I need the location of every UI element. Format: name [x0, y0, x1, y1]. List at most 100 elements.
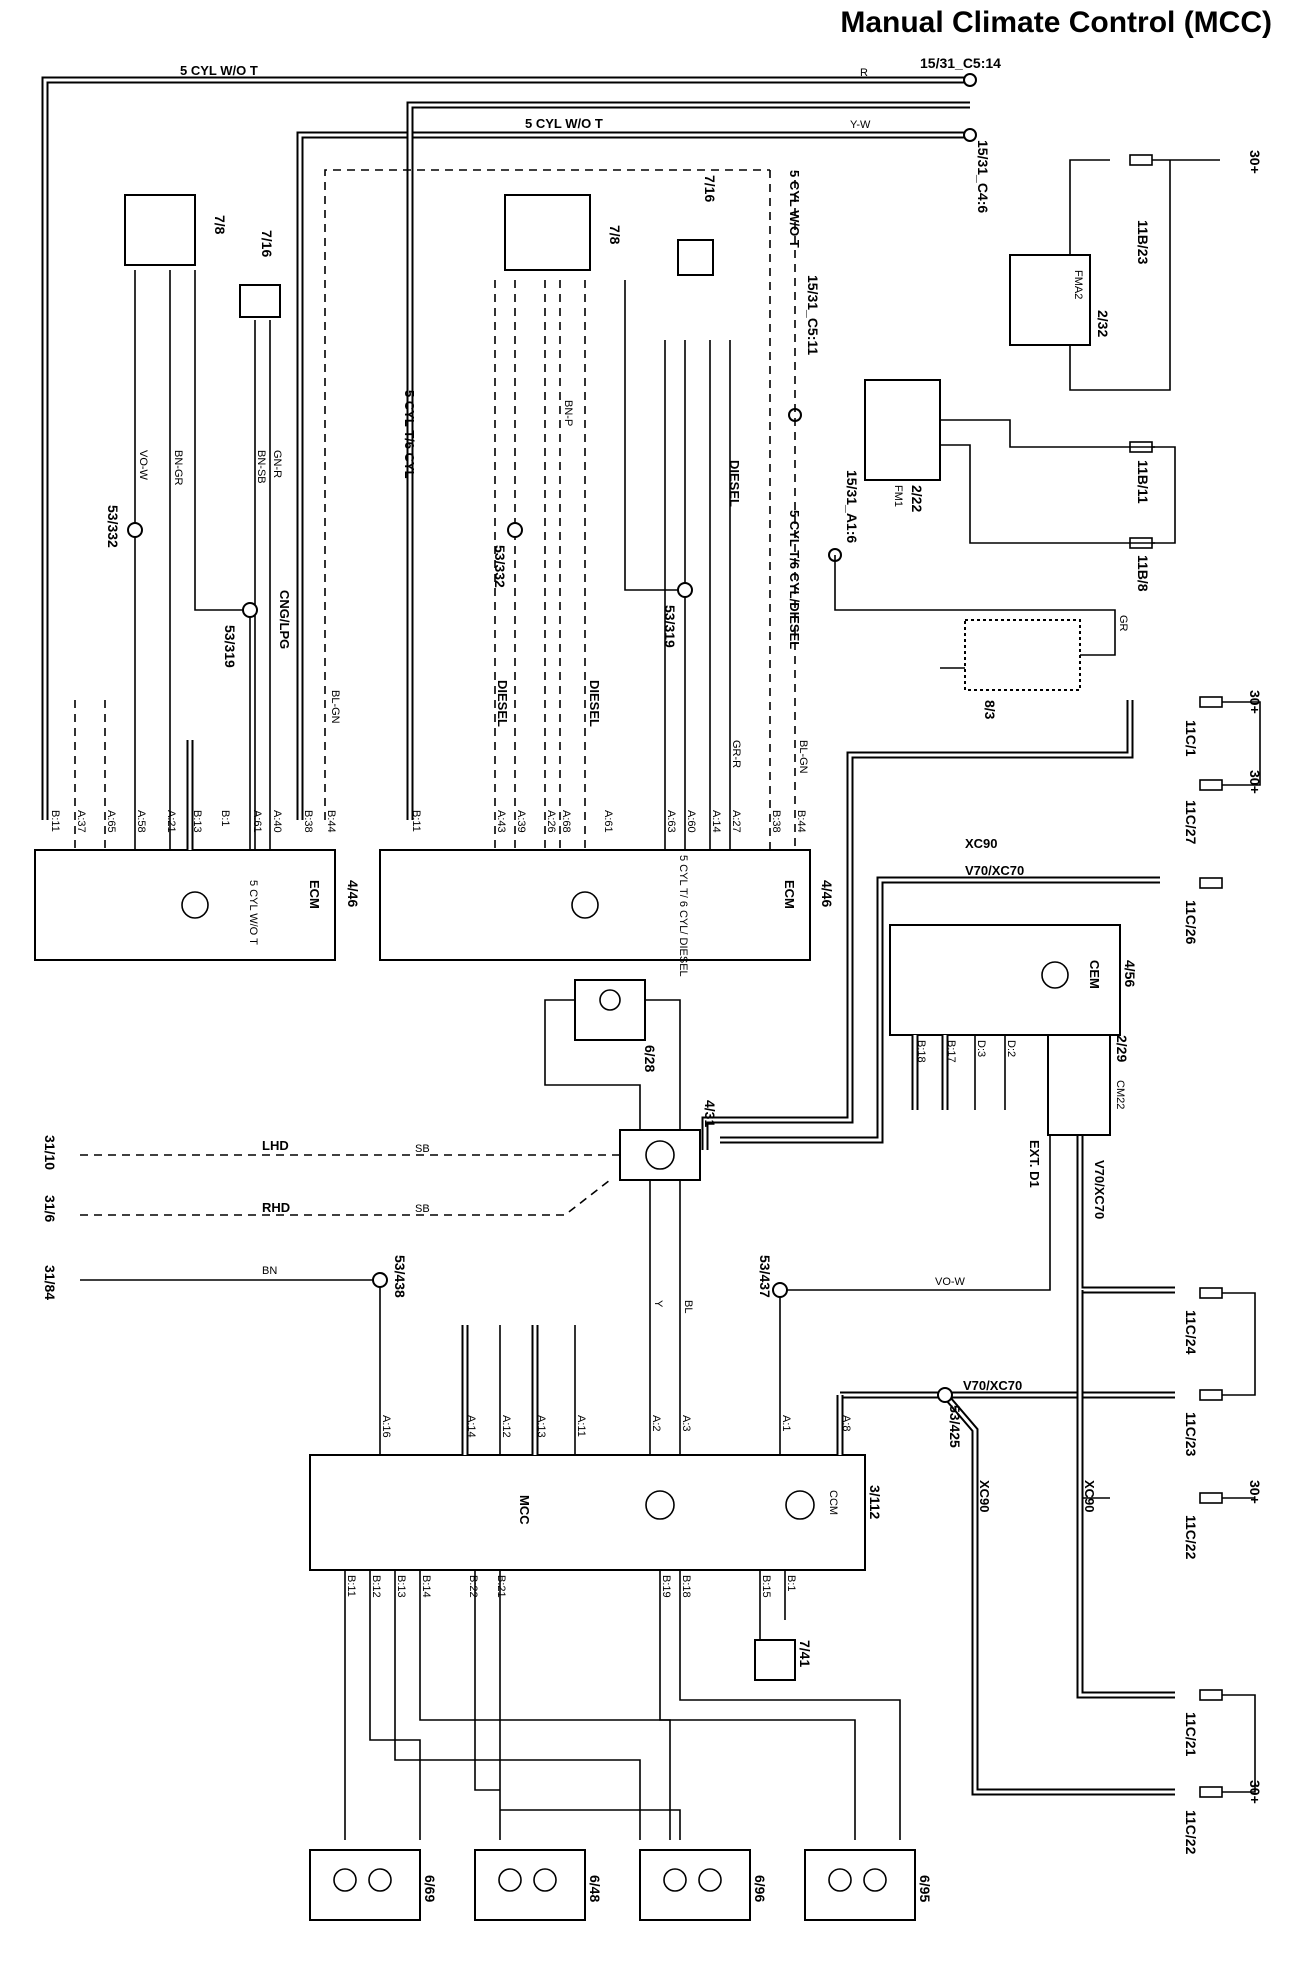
ecm-left: ECM 5 CYL W/O T 4/46 — [34, 849, 361, 961]
aux-id: 4/31 — [702, 1100, 718, 1127]
fuse-11c27 — [1199, 779, 1223, 791]
sensor-7-16-left: 7/16 — [239, 230, 281, 318]
ecm-left-pin-1: A:37 — [75, 810, 87, 833]
label-5cyl-wot-2: 5 CYL W/O T — [525, 116, 603, 131]
mcc-sub: CCM — [827, 1490, 839, 1515]
fuse-label-11: 11C/22 — [1183, 1810, 1199, 1855]
cem-id: 4/56 — [1122, 960, 1138, 987]
ecm-left-pin-9: B:38 — [302, 810, 314, 833]
wire-sb-1: SB — [415, 1143, 430, 1155]
fuse-11b23 — [1129, 154, 1153, 166]
relay-fma2-id: 2/32 — [1095, 310, 1111, 337]
supply-label-1: 30+ — [1247, 150, 1263, 174]
ecm-right-pin-9: A:27 — [730, 810, 742, 833]
supply-label-3: 30+ — [1247, 770, 1263, 794]
relay-fm1: FM1 2/22 — [864, 379, 941, 512]
ecm-right-wires — [494, 170, 796, 850]
label-5cyl-t6-diesel: 5 CYL T/6 CYL/DIESEL — [787, 510, 802, 649]
sensor-7-41: 7/41 — [754, 1639, 813, 1681]
relay-cm22-name: CM22 — [1114, 1080, 1126, 1109]
ecm-right-pin-1: A:43 — [495, 810, 507, 833]
label-extd1: EXT. D1 — [1027, 1140, 1042, 1188]
splice-c511: 15/31_C5:11 — [805, 275, 821, 355]
ecm-right-pin-7: A:60 — [685, 810, 697, 833]
mcc-top-pin-5: A:2 — [650, 1415, 662, 1432]
label-5cyl-t6-1: 5 CYL T/6 CYL — [402, 390, 417, 479]
mcc-bottom-pins: B:11 B:12 B:13 B:14 B:22 B:21 B:19 B:18 … — [345, 1575, 797, 1598]
fuse-11c23 — [1199, 1389, 1223, 1401]
ecm-left-sub: 5 CYL W/O T — [247, 880, 259, 945]
fuse-11c21 — [1199, 1689, 1223, 1701]
wire-bnp: BN-P — [562, 400, 574, 426]
actuator-6-96: 6/96 — [639, 1849, 768, 1921]
splice-points — [788, 73, 977, 562]
cem-module: CEM 4/56 — [889, 924, 1138, 1110]
ground-31-10: 31/10 — [42, 1135, 58, 1170]
fuse-label-10: 11C/21 — [1183, 1712, 1199, 1757]
label-rhd: RHD — [262, 1200, 290, 1215]
ecm-left-id: 4/46 — [345, 880, 361, 907]
fuse-label-4: 11C/1 — [1183, 720, 1199, 757]
ecm-left-wires — [74, 169, 770, 850]
fuse-label-9: 11C/22 — [1183, 1515, 1199, 1560]
mcc-bot-pin-4: B:22 — [467, 1575, 479, 1598]
fuse-label-6: 11C/26 — [1183, 900, 1199, 945]
mcc-name: MCC — [517, 1495, 532, 1525]
sensor-7-16-left-id: 7/16 — [259, 230, 275, 257]
ecm-right-name: ECM — [782, 880, 797, 909]
wire-blgn-1: BL-GN — [329, 690, 341, 724]
mcc-bot-pin-6: B:19 — [660, 1575, 672, 1598]
label-v70-2: V70/XC70 — [1092, 1160, 1107, 1219]
ecm-left-pin-7: A:61 — [251, 810, 263, 833]
splice-a16: 15/31_A1:6 — [844, 470, 860, 543]
fuse-11c1 — [1199, 696, 1223, 708]
wire-y: Y — [652, 1300, 664, 1308]
mcc-bot-pin-8: B:15 — [760, 1575, 772, 1598]
relay-cm22-id: 2/29 — [1114, 1035, 1130, 1062]
wire-blgn-2: BL-GN — [797, 740, 809, 774]
ecm-left-pin-8: A:40 — [271, 810, 283, 833]
mcc-top-pin-6: A:3 — [680, 1415, 692, 1432]
sensor-7-16-right-id: 7/16 — [702, 175, 718, 202]
fuse-label-8: 11C/23 — [1183, 1412, 1199, 1457]
mcc-top-pin-4: A:11 — [575, 1415, 587, 1437]
splice-53-437: 53/437 — [757, 1255, 773, 1298]
splice-c514: 15/31_C5:14 — [920, 55, 1001, 71]
wire-vow-2: VO-W — [935, 1276, 966, 1288]
mcc-module: MCC CCM 3/112 — [309, 1454, 883, 1571]
ground-31-6: 31/6 — [42, 1195, 58, 1222]
splice-53-319-b: 53/319 — [662, 605, 678, 648]
fuse-label-2: 11B/11 — [1135, 460, 1151, 504]
fuse-label-5: 11C/27 — [1183, 800, 1199, 845]
fuse-11c24 — [1199, 1287, 1223, 1299]
splice-53-332-a: 53/332 — [105, 505, 121, 548]
splice-53-425: 53/425 — [947, 1405, 963, 1448]
actuator-6-96-id: 6/96 — [752, 1875, 768, 1902]
mcc-bot-pin-3: B:14 — [420, 1575, 432, 1598]
ecm-left-pin-6: B:1 — [219, 810, 231, 827]
main-cables — [41, 76, 1175, 1796]
fuse-label-7: 11C/24 — [1183, 1310, 1199, 1355]
label-r-1: R — [860, 67, 868, 79]
label-xc90-1: XC90 — [965, 836, 998, 851]
ecm-right-pin-2: A:39 — [515, 810, 527, 833]
cem-pin-1: B:17 — [945, 1040, 957, 1063]
mcc-top-pins: A:16 A:14 A:12 A:13 A:11 A:2 A:3 A:1 A:8 — [380, 1415, 852, 1438]
wire-bngr: BN-GR — [172, 450, 184, 486]
ecm-right: ECM 5 CYL T/ 6 CYL/ DIESEL 4/46 — [379, 849, 835, 977]
actuator-6-95-id: 6/95 — [917, 1875, 933, 1902]
mcc-top-wires — [461, 1325, 844, 1455]
label-xc90-3: XC90 — [1082, 1480, 1097, 1513]
ecm-left-pin-0: B:11 — [49, 810, 61, 832]
actuator-6-69-id: 6/69 — [422, 1875, 438, 1902]
supply-labels: 30+ 30+ 30+ 30+ 30+ — [1247, 150, 1263, 1804]
ecm-right-sub: 5 CYL T/ 6 CYL/ DIESEL — [677, 855, 689, 977]
splice-c46: 15/31_C4:6 — [975, 140, 991, 213]
ecm-right-pin-6: A:63 — [665, 810, 677, 833]
ecm-left-pin-10: B:44 — [325, 810, 337, 833]
actuator-6-95: 6/95 — [804, 1849, 933, 1921]
mcc-bot-pin-5: B:21 — [495, 1575, 507, 1598]
cem-pin-0: B:18 — [915, 1040, 927, 1063]
mcc-top-pin-1: A:14 — [465, 1415, 477, 1438]
supply-label-4: 30+ — [1247, 1480, 1263, 1504]
